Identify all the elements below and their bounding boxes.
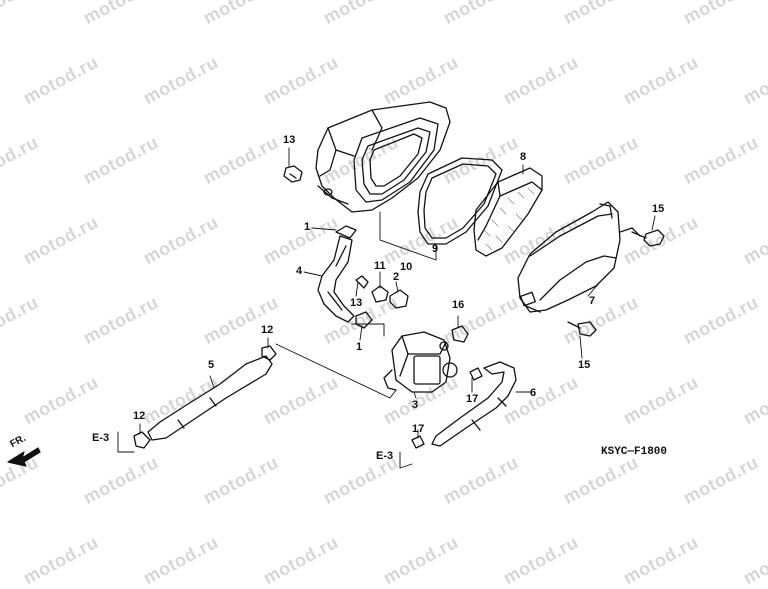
nut-2 bbox=[389, 289, 409, 309]
callout-5: 5 bbox=[208, 359, 215, 371]
callout-14: 13 bbox=[350, 297, 363, 309]
callout-12-upper: 12 bbox=[261, 324, 274, 336]
reference-e3-right: E-3 bbox=[376, 450, 394, 462]
callout-3: 3 bbox=[412, 399, 419, 411]
front-arrow bbox=[7, 447, 41, 467]
clip-12-upper bbox=[261, 345, 277, 361]
callout-17-upper: 17 bbox=[466, 393, 479, 405]
hose-6 bbox=[431, 361, 517, 447]
fitting-11 bbox=[371, 285, 389, 303]
clip-17-upper bbox=[469, 367, 483, 381]
callout-9: 9 bbox=[432, 243, 439, 255]
callout-10: 10 bbox=[400, 261, 413, 273]
leader-lines bbox=[117, 147, 656, 469]
callout-2: 2 bbox=[393, 271, 400, 283]
callout-4: 4 bbox=[296, 265, 303, 277]
air-cleaner-cover bbox=[517, 201, 621, 313]
diagram-code: KSYC—F1800 bbox=[601, 446, 668, 458]
clip-17-lower bbox=[411, 435, 425, 449]
callout-11: 11 bbox=[374, 260, 386, 272]
filter-element bbox=[473, 167, 543, 257]
callout-7: 7 bbox=[589, 295, 596, 307]
hose-5 bbox=[147, 355, 273, 441]
bolt-16 bbox=[451, 325, 469, 343]
diagram-drawing bbox=[7, 101, 665, 469]
reference-e3-left: E-3 bbox=[92, 432, 110, 444]
air-injection-valve bbox=[383, 331, 458, 393]
air-cleaner-case bbox=[315, 101, 451, 213]
callout-13: 13 bbox=[283, 134, 296, 146]
callout-15-top: 15 bbox=[652, 203, 665, 215]
callout-12-lower: 12 bbox=[133, 410, 146, 422]
callout-15-bottom: 15 bbox=[578, 359, 591, 371]
callout-6: 6 bbox=[530, 387, 537, 399]
clip-12-lower bbox=[133, 431, 151, 449]
callout-1-top: 1 bbox=[304, 221, 311, 233]
bolt-15-bottom bbox=[567, 321, 597, 337]
clip-1-top bbox=[335, 225, 357, 239]
clip-1-bottom bbox=[355, 311, 373, 329]
callout-16: 16 bbox=[452, 299, 465, 311]
bolt-13 bbox=[283, 165, 303, 183]
hose-4 bbox=[317, 235, 355, 323]
bolt-15-top bbox=[619, 227, 665, 247]
callout-8: 8 bbox=[520, 151, 527, 163]
screw-14 bbox=[355, 275, 369, 289]
callout-1-bottom: 1 bbox=[356, 341, 363, 353]
seal-ring bbox=[417, 157, 503, 245]
callout-17-lower: 17 bbox=[412, 423, 425, 435]
